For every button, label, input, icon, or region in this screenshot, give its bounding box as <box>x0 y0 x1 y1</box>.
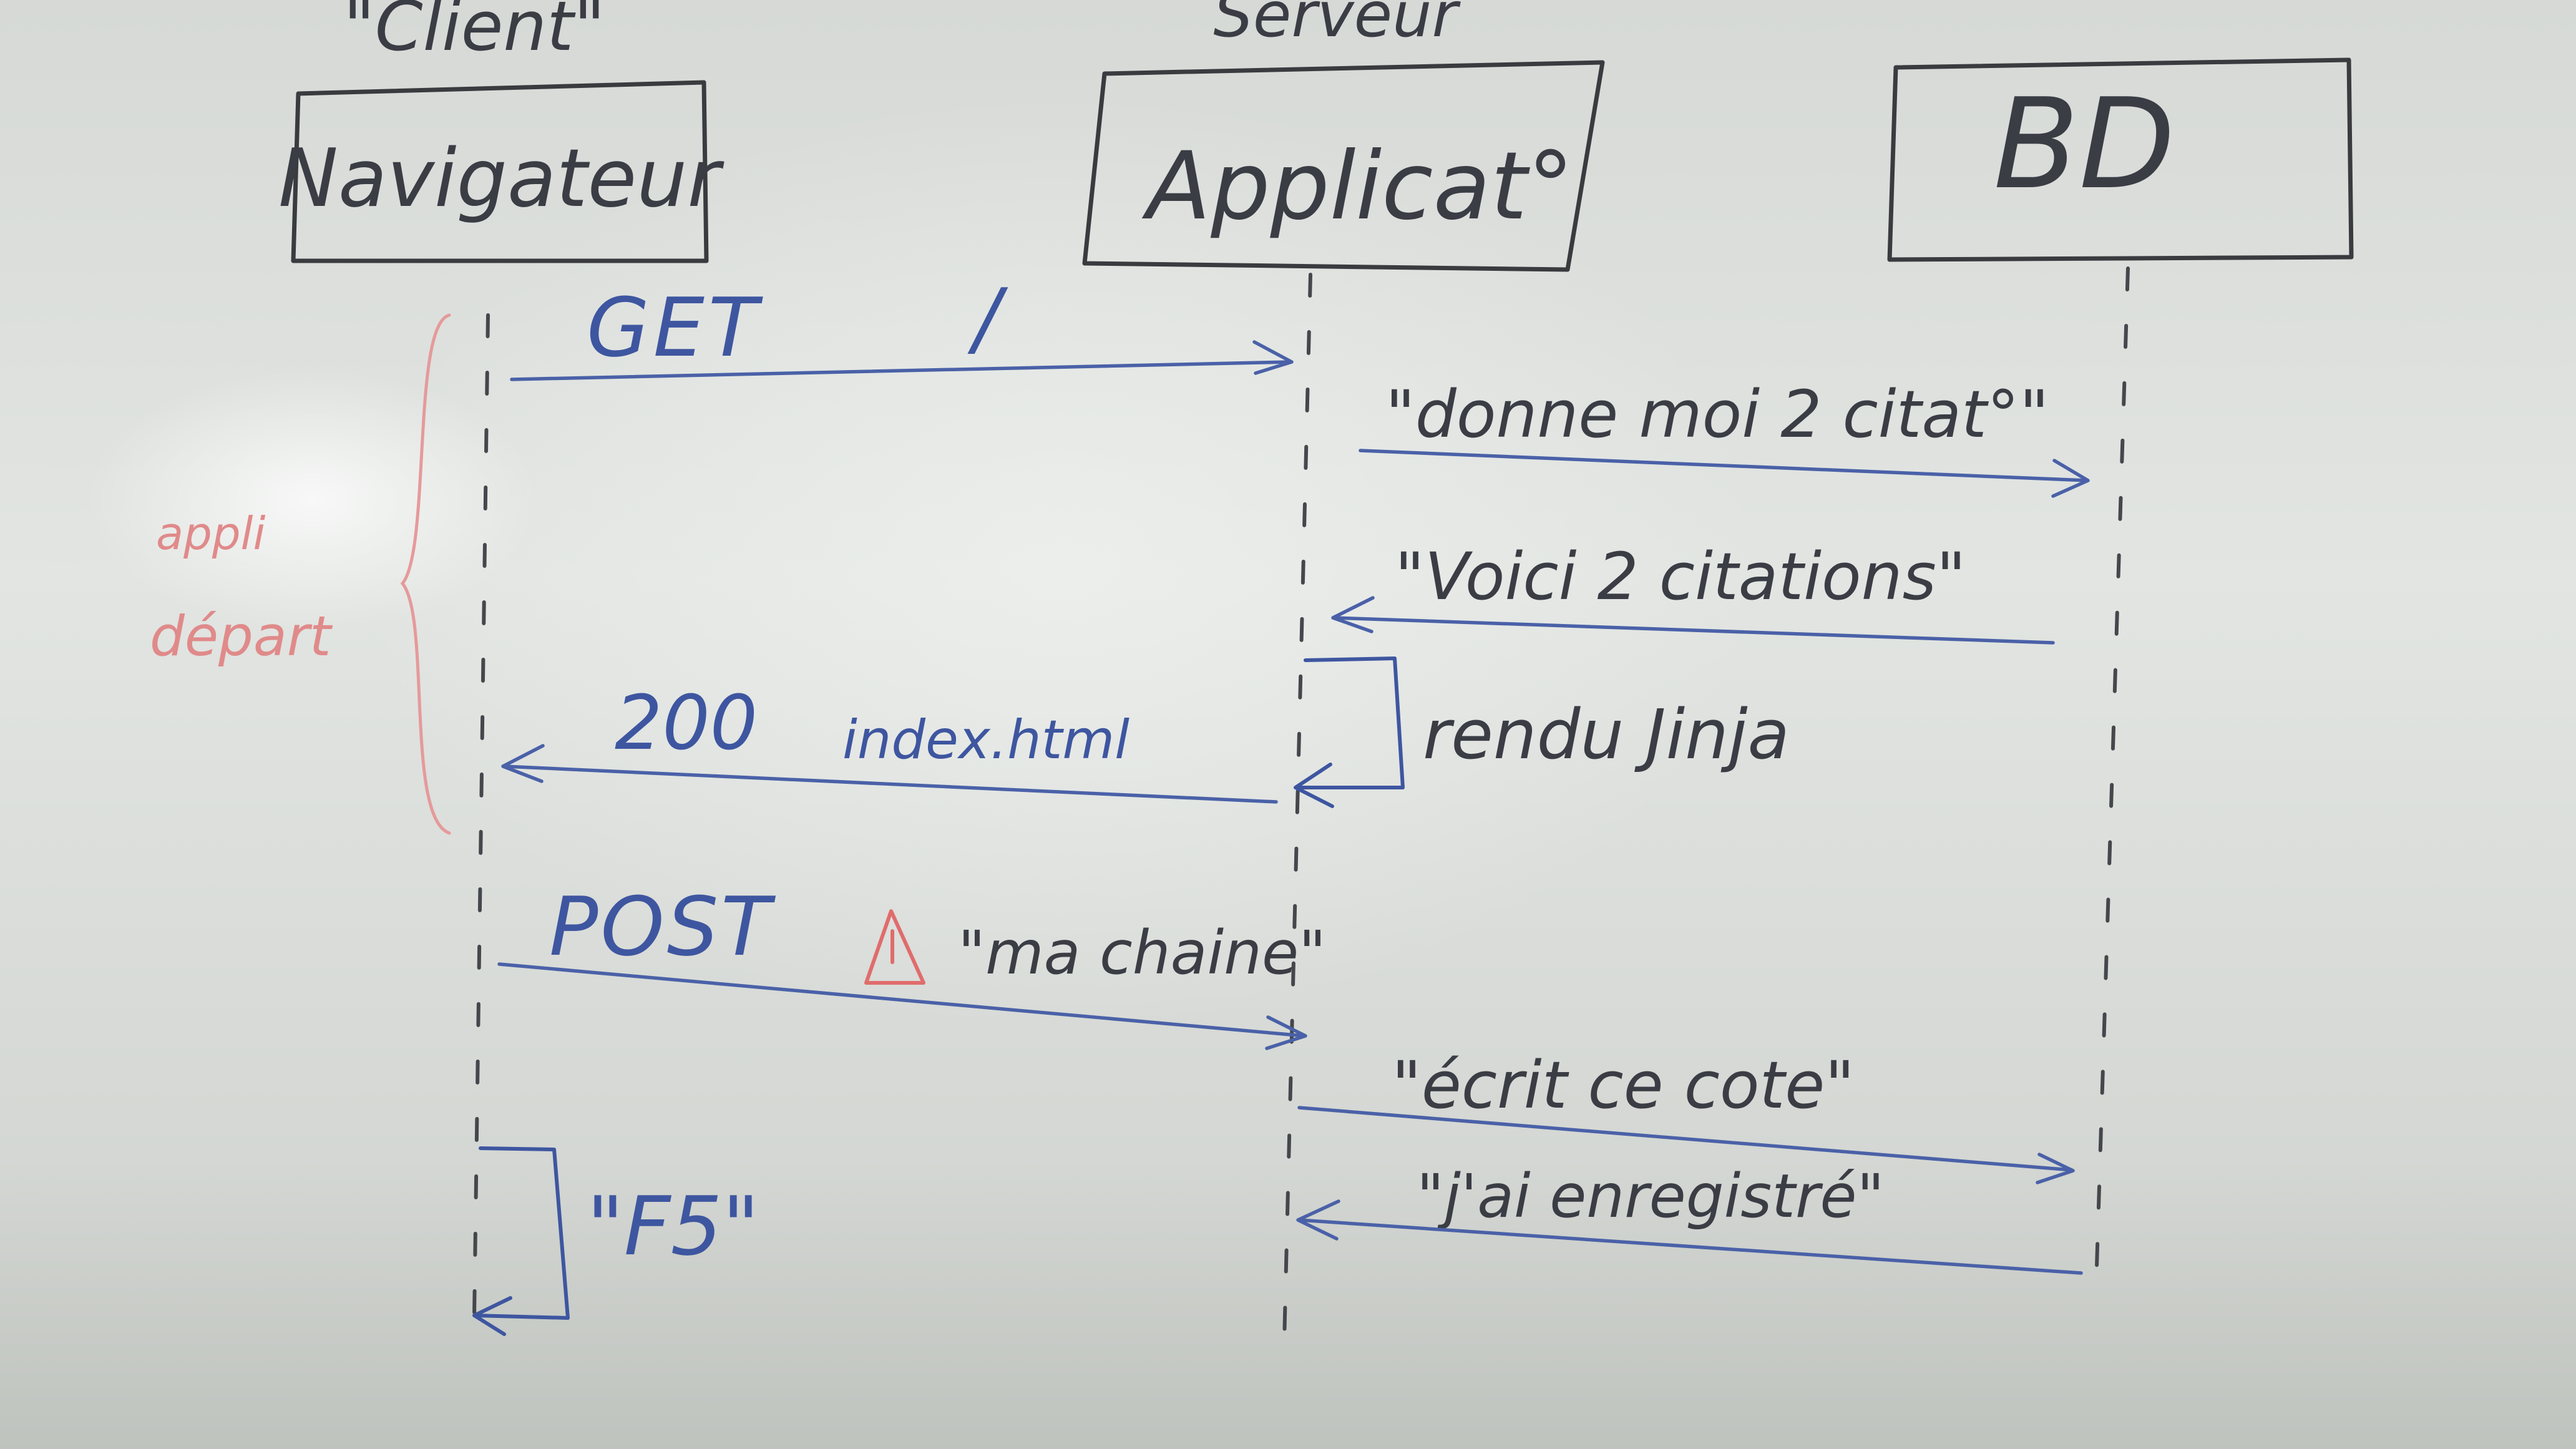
message-donne-moi: "donne moi 2 citat°" <box>1359 376 2090 498</box>
message-label-ok-200: 200 <box>615 680 758 767</box>
arrow-line-ok-200 <box>502 764 1278 804</box>
arrowhead-ok-200 <box>501 744 545 783</box>
arrowhead-voici <box>1331 596 1375 633</box>
lifeline-application <box>1282 273 1312 1344</box>
message-voici: "Voici 2 citations" <box>1331 539 2055 645</box>
participant-label-navigateur: Navigateur <box>278 132 724 225</box>
arrowhead-f5 <box>472 1296 512 1336</box>
arrowhead-get <box>1252 340 1294 375</box>
message-label-voici: "Voici 2 citations" <box>1395 539 1966 615</box>
message-label-post: POST <box>549 879 776 974</box>
message-label-rendu: rendu Jinja <box>1423 695 1790 774</box>
participant-label-bd: BD <box>1993 72 2175 217</box>
message-sublabel-ok-200: index.html <box>842 709 1129 771</box>
participant-label-application: Applicat° <box>1142 132 1574 241</box>
client-tier-label: "Client" <box>343 0 605 66</box>
annotation-brace <box>400 313 451 835</box>
message-mark-get: / <box>967 271 1008 366</box>
message-payload-post: "ma chaine" <box>958 918 1326 988</box>
message-rendu: rendu Jinja <box>1294 656 1790 808</box>
self-loop-f5 <box>474 1146 570 1320</box>
annotation-text-line2: départ <box>150 604 333 668</box>
message-ok-200: 200 index.html <box>501 680 1278 804</box>
message-label-get: GET <box>587 280 763 375</box>
arrowhead-post <box>1265 1015 1307 1050</box>
message-label-donne-moi: "donne moi 2 citat°" <box>1385 376 2049 452</box>
participant-application: Applicat° <box>1082 60 1605 272</box>
arrowhead-enregistre <box>1296 1199 1340 1241</box>
message-post: POST "ma chaine" <box>497 879 1326 1050</box>
participant-navigateur: Navigateur <box>278 80 724 263</box>
message-label-ecrit: "écrit ce cote" <box>1392 1047 1855 1123</box>
server-tier-label: Serveur <box>1213 0 1461 51</box>
self-loop-rendu <box>1295 656 1405 789</box>
lifeline-bd <box>2095 266 2130 1269</box>
message-enregistre: "j'ai enregistré" <box>1296 1161 2083 1275</box>
arrowhead-rendu <box>1294 763 1334 808</box>
annotation-group: appli départ <box>150 313 451 835</box>
annotation-text-line1: appli <box>156 507 266 560</box>
message-f5: "F5" <box>472 1146 759 1336</box>
arrow-line-enregistre <box>1297 1218 2083 1275</box>
arrow-line-post <box>497 962 1306 1038</box>
warning-icon <box>864 909 925 985</box>
message-get: GET / <box>510 271 1294 381</box>
participant-box-bd <box>1887 57 2354 262</box>
message-label-f5: "F5" <box>587 1179 759 1274</box>
arrowhead-ecrit <box>2036 1153 2075 1184</box>
participant-box-application <box>1082 60 1605 272</box>
message-label-enregistre: "j'ai enregistré" <box>1417 1161 1885 1231</box>
lifeline-navigateur <box>472 313 490 1319</box>
message-ecrit: "écrit ce cote" <box>1297 1047 2075 1184</box>
arrow-line-donne-moi <box>1359 449 2089 482</box>
participant-bd: BD <box>1887 57 2354 262</box>
arrowhead-donne-moi <box>2051 459 2090 498</box>
arrow-line-voici <box>1332 616 2055 645</box>
participant-box-navigateur <box>291 80 709 263</box>
arrow-line-get <box>510 360 1292 381</box>
arrow-line-ecrit <box>1297 1106 2074 1172</box>
